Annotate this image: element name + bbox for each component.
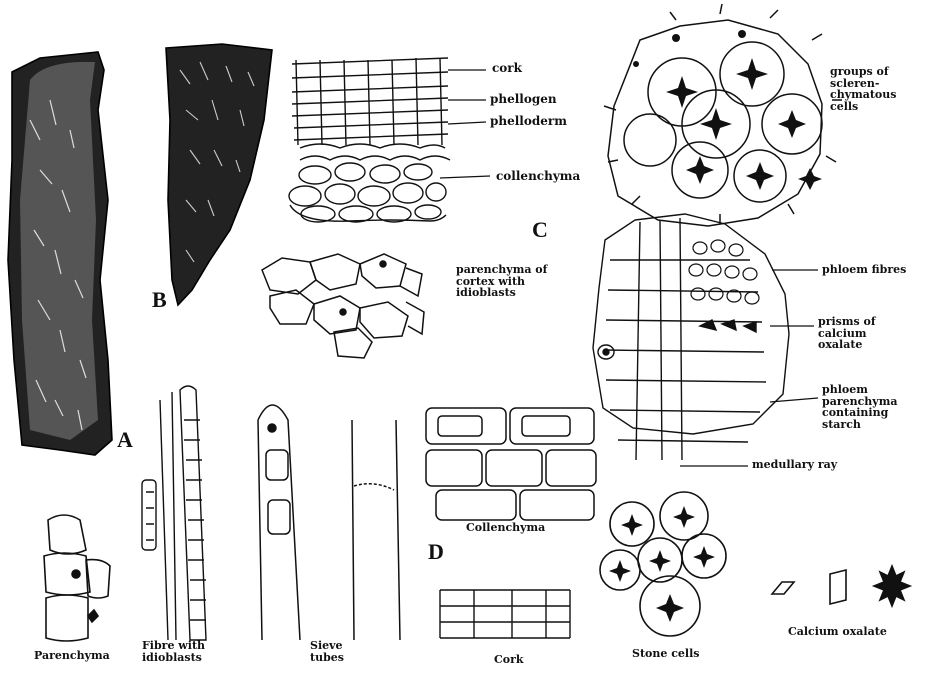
cortex-parenchyma bbox=[262, 254, 424, 358]
label-medullary-ray: medullary ray bbox=[752, 459, 837, 471]
label-parenchyma-cortex: parenchyma of cortex with idioblasts bbox=[456, 264, 547, 299]
label-phellogen: phellogen bbox=[490, 93, 557, 106]
stone-cells bbox=[600, 492, 726, 636]
sieve-tubes bbox=[258, 405, 400, 640]
caption-cork: Cork bbox=[494, 654, 524, 666]
sclerenchyma-groups bbox=[604, 4, 842, 226]
cork-cells bbox=[440, 590, 570, 638]
fibre-with-idioblasts bbox=[142, 386, 206, 640]
parenchyma-cells bbox=[44, 515, 110, 641]
caption-parenchyma: Parenchyma bbox=[34, 650, 110, 662]
label-sclerenchyma-groups: groups of scleren- chymatous cells bbox=[830, 66, 896, 112]
caption-fibre: Fibre with idioblasts bbox=[142, 640, 205, 663]
caption-stone-cells: Stone cells bbox=[632, 648, 699, 660]
caption-collenchyma: Collenchyma bbox=[466, 522, 545, 534]
caption-sieve-tubes: Sieve tubes bbox=[310, 640, 344, 663]
panel-label-d: D bbox=[428, 540, 444, 563]
collenchyma-cells bbox=[426, 408, 596, 520]
label-phelloderm: phelloderm bbox=[490, 115, 567, 128]
panel-label-b: B bbox=[152, 288, 167, 311]
label-collenchyma-top: collenchyma bbox=[496, 170, 580, 183]
caption-calcium-oxalate: Calcium oxalate bbox=[788, 626, 887, 638]
panel-label-a: A bbox=[117, 428, 133, 451]
bark-specimen-a bbox=[8, 52, 112, 455]
label-phloem-fibres: phloem fibres bbox=[822, 264, 906, 276]
panel-label-c: C bbox=[532, 218, 548, 241]
phloem-section bbox=[593, 214, 789, 460]
label-phloem-parenchyma: phloem parenchyma containing starch bbox=[822, 384, 897, 430]
cork-tissue-section bbox=[289, 58, 450, 222]
calcium-oxalate-crystals bbox=[772, 566, 910, 606]
bark-specimen-b bbox=[166, 44, 272, 305]
label-cork: cork bbox=[492, 62, 522, 75]
label-prisms-calcium-oxalate: prisms of calcium oxalate bbox=[818, 316, 876, 351]
